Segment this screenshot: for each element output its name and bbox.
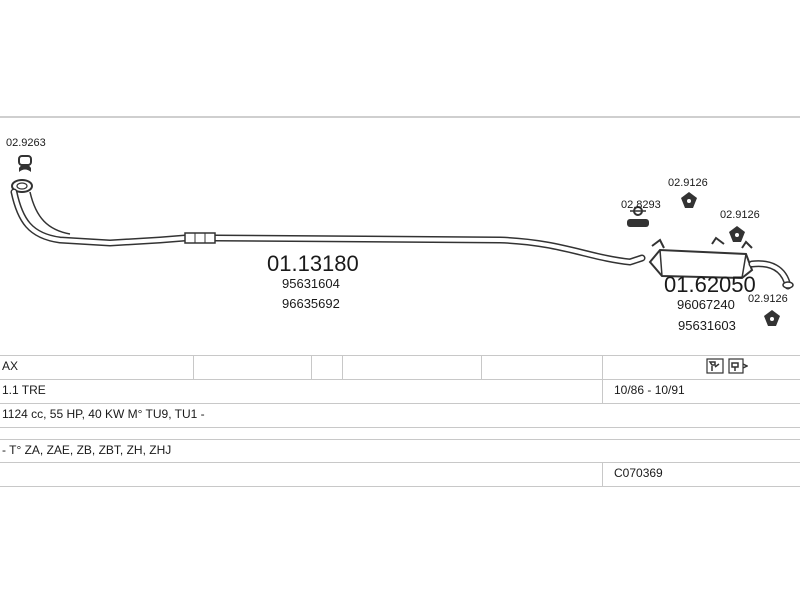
table-divider [481,355,482,379]
oem-number-rear-silencer-1: 96067240 [677,297,735,312]
model-cell: AX [2,359,19,373]
table-line [0,439,800,440]
part-label-rubber-right: 02.9126 [720,209,760,221]
part-label-rubber-top: 02.9126 [668,177,708,189]
years-cell: 10/86 - 10/91 [614,383,685,397]
table-divider [602,355,603,403]
oem-number-front-pipe-1: 95631604 [282,276,340,291]
types-cell: - T° ZA, ZAE, ZB, ZBT, ZH, ZHJ [2,443,172,457]
clamp-mid-icon[interactable] [627,206,649,227]
clamp-front-icon[interactable] [18,155,32,172]
table-divider [311,355,312,379]
table-line [0,486,800,487]
spec-cell: 1124 cc, 55 HP, 40 KW M° TU9, TU1 - [2,407,205,421]
table-line [0,355,800,356]
part-number-rear-silencer: 01.62050 [664,272,756,297]
rubber-mount-right-icon[interactable] [729,226,745,242]
table-line [0,379,800,380]
table-divider [193,355,194,379]
part-label-rubber-bottom: 02.9126 [748,293,788,305]
part-label-clamp-mid: 02.8293 [621,199,661,211]
table-line [0,403,800,404]
rubber-mount-top-icon[interactable] [681,192,697,208]
oem-number-rear-silencer-2: 95631603 [678,318,736,333]
table-divider [602,462,603,486]
part-label-clamp-front: 02.9263 [6,137,46,149]
exhaust-diagram: 02.9263 01.13180 95631604 96635692 02.82… [0,116,800,333]
table-line [0,427,800,428]
code-cell: C070369 [614,466,663,480]
table-line [0,462,800,463]
wrench-clip-icon[interactable] [706,358,724,377]
oem-number-front-pipe-2: 96635692 [282,296,340,311]
rubber-mount-bottom-icon[interactable] [764,310,780,326]
table-divider [342,355,343,379]
front-pipe[interactable] [10,179,646,266]
rear-silencer[interactable] [648,236,794,290]
part-number-front-pipe: 01.13180 [267,251,359,276]
clamp-fitting-icon[interactable] [728,358,749,377]
engine-cell: 1.1 TRE [2,383,46,397]
